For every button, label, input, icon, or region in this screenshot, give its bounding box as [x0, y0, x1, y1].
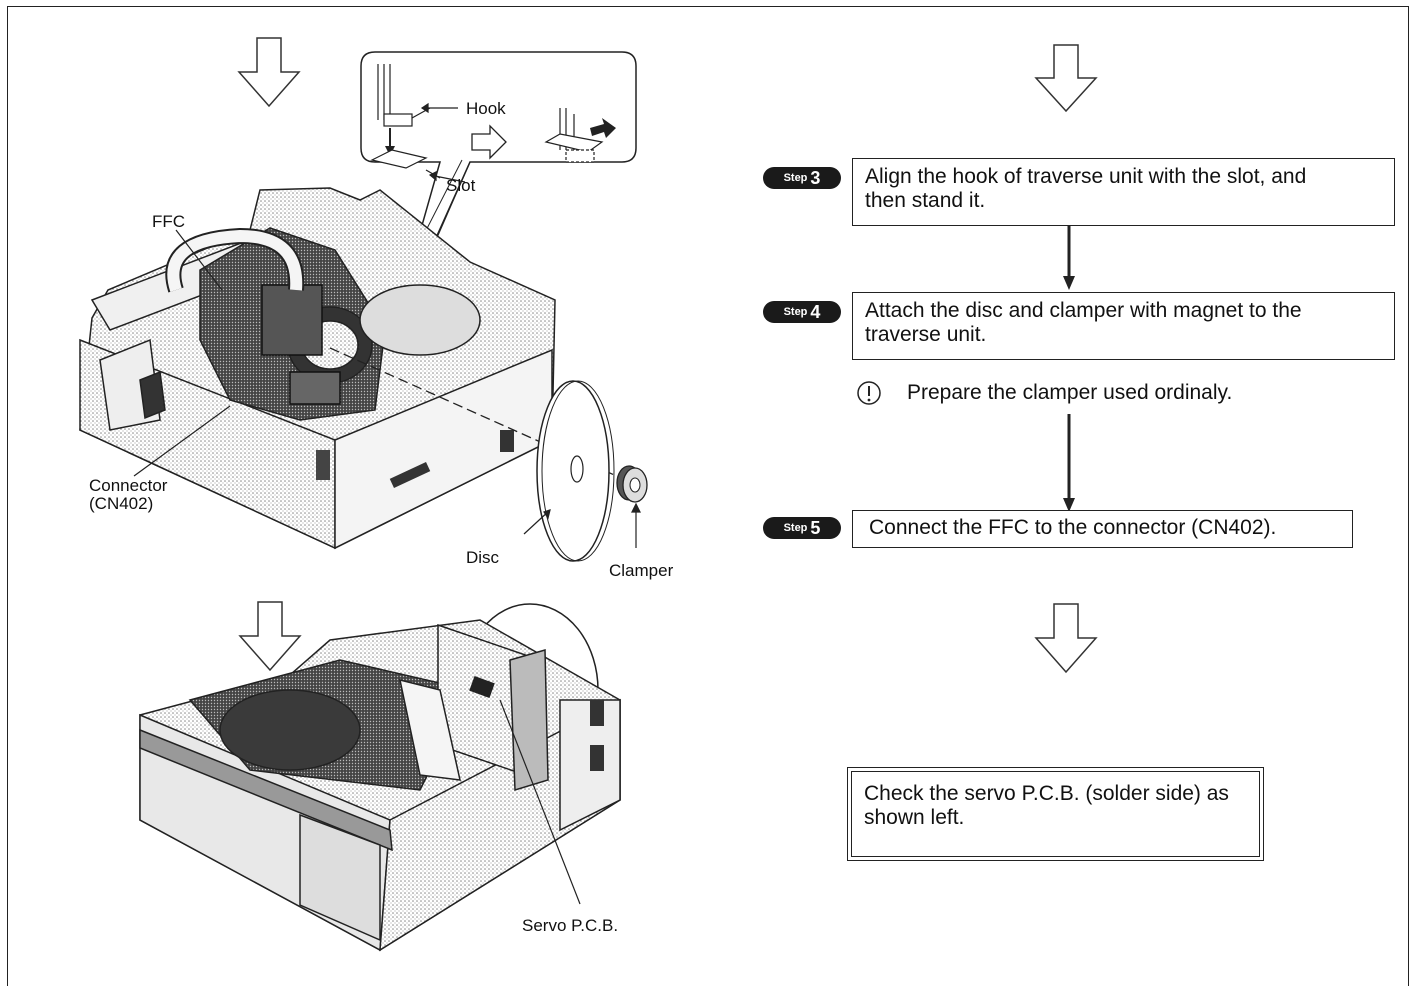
flow-arrow-mid-right	[1036, 604, 1096, 672]
check-text-line-1: Check the servo P.C.B. (solder side) as	[864, 782, 1247, 806]
step-4-badge: Step 4	[763, 301, 841, 323]
step-5-box: Connect the FFC to the connector (CN402)…	[852, 510, 1353, 548]
check-text-line-2: shown left.	[864, 806, 1247, 830]
step-number: 4	[810, 302, 820, 323]
flow-arrow-top-right	[1036, 45, 1096, 111]
check-servo-box: Check the servo P.C.B. (solder side) as …	[847, 767, 1264, 861]
step-3-text-line-2: then stand it.	[865, 189, 1382, 213]
step-5-text-line-1: Connect the FFC to the connector (CN402)…	[869, 516, 1336, 540]
step-4-text-line-2: traverse unit.	[865, 323, 1382, 347]
chassis-bottom-illustration	[140, 604, 620, 950]
label-clamper: Clamper	[609, 561, 673, 580]
step-word: Step	[784, 522, 808, 534]
step-4-box: Attach the disc and clamper with magnet …	[852, 292, 1395, 360]
step-3-text-line-1: Align the hook of traverse unit with the…	[865, 165, 1382, 189]
disc-drawing	[537, 381, 614, 561]
label-hook: Hook	[466, 99, 506, 118]
label-disc: Disc	[466, 548, 499, 567]
clamper-drawing	[617, 466, 647, 502]
label-servo-pcb: Servo P.C.B.	[522, 916, 618, 935]
flow-arrow-mid-left	[240, 602, 300, 670]
label-slot: Slot	[446, 176, 475, 195]
step-4-text-line-1: Attach the disc and clamper with magnet …	[865, 299, 1382, 323]
check-servo-inner: Check the servo P.C.B. (solder side) as …	[851, 771, 1260, 857]
caution-text: Prepare the clamper used ordinaly.	[907, 381, 1232, 405]
flow-arrowhead-1	[1063, 276, 1075, 290]
label-connector-id: (CN402)	[89, 494, 153, 513]
step-word: Step	[784, 172, 808, 184]
flow-arrow-top-left	[239, 38, 299, 106]
step-5-badge: Step 5	[763, 517, 841, 539]
step-3-badge: Step 3	[763, 167, 841, 189]
step-number: 5	[810, 518, 820, 539]
step-word: Step	[784, 306, 808, 318]
label-connector: Connector	[89, 476, 167, 495]
label-ffc: FFC	[152, 212, 185, 231]
step-3-box: Align the hook of traverse unit with the…	[852, 158, 1395, 226]
step-number: 3	[810, 168, 820, 189]
